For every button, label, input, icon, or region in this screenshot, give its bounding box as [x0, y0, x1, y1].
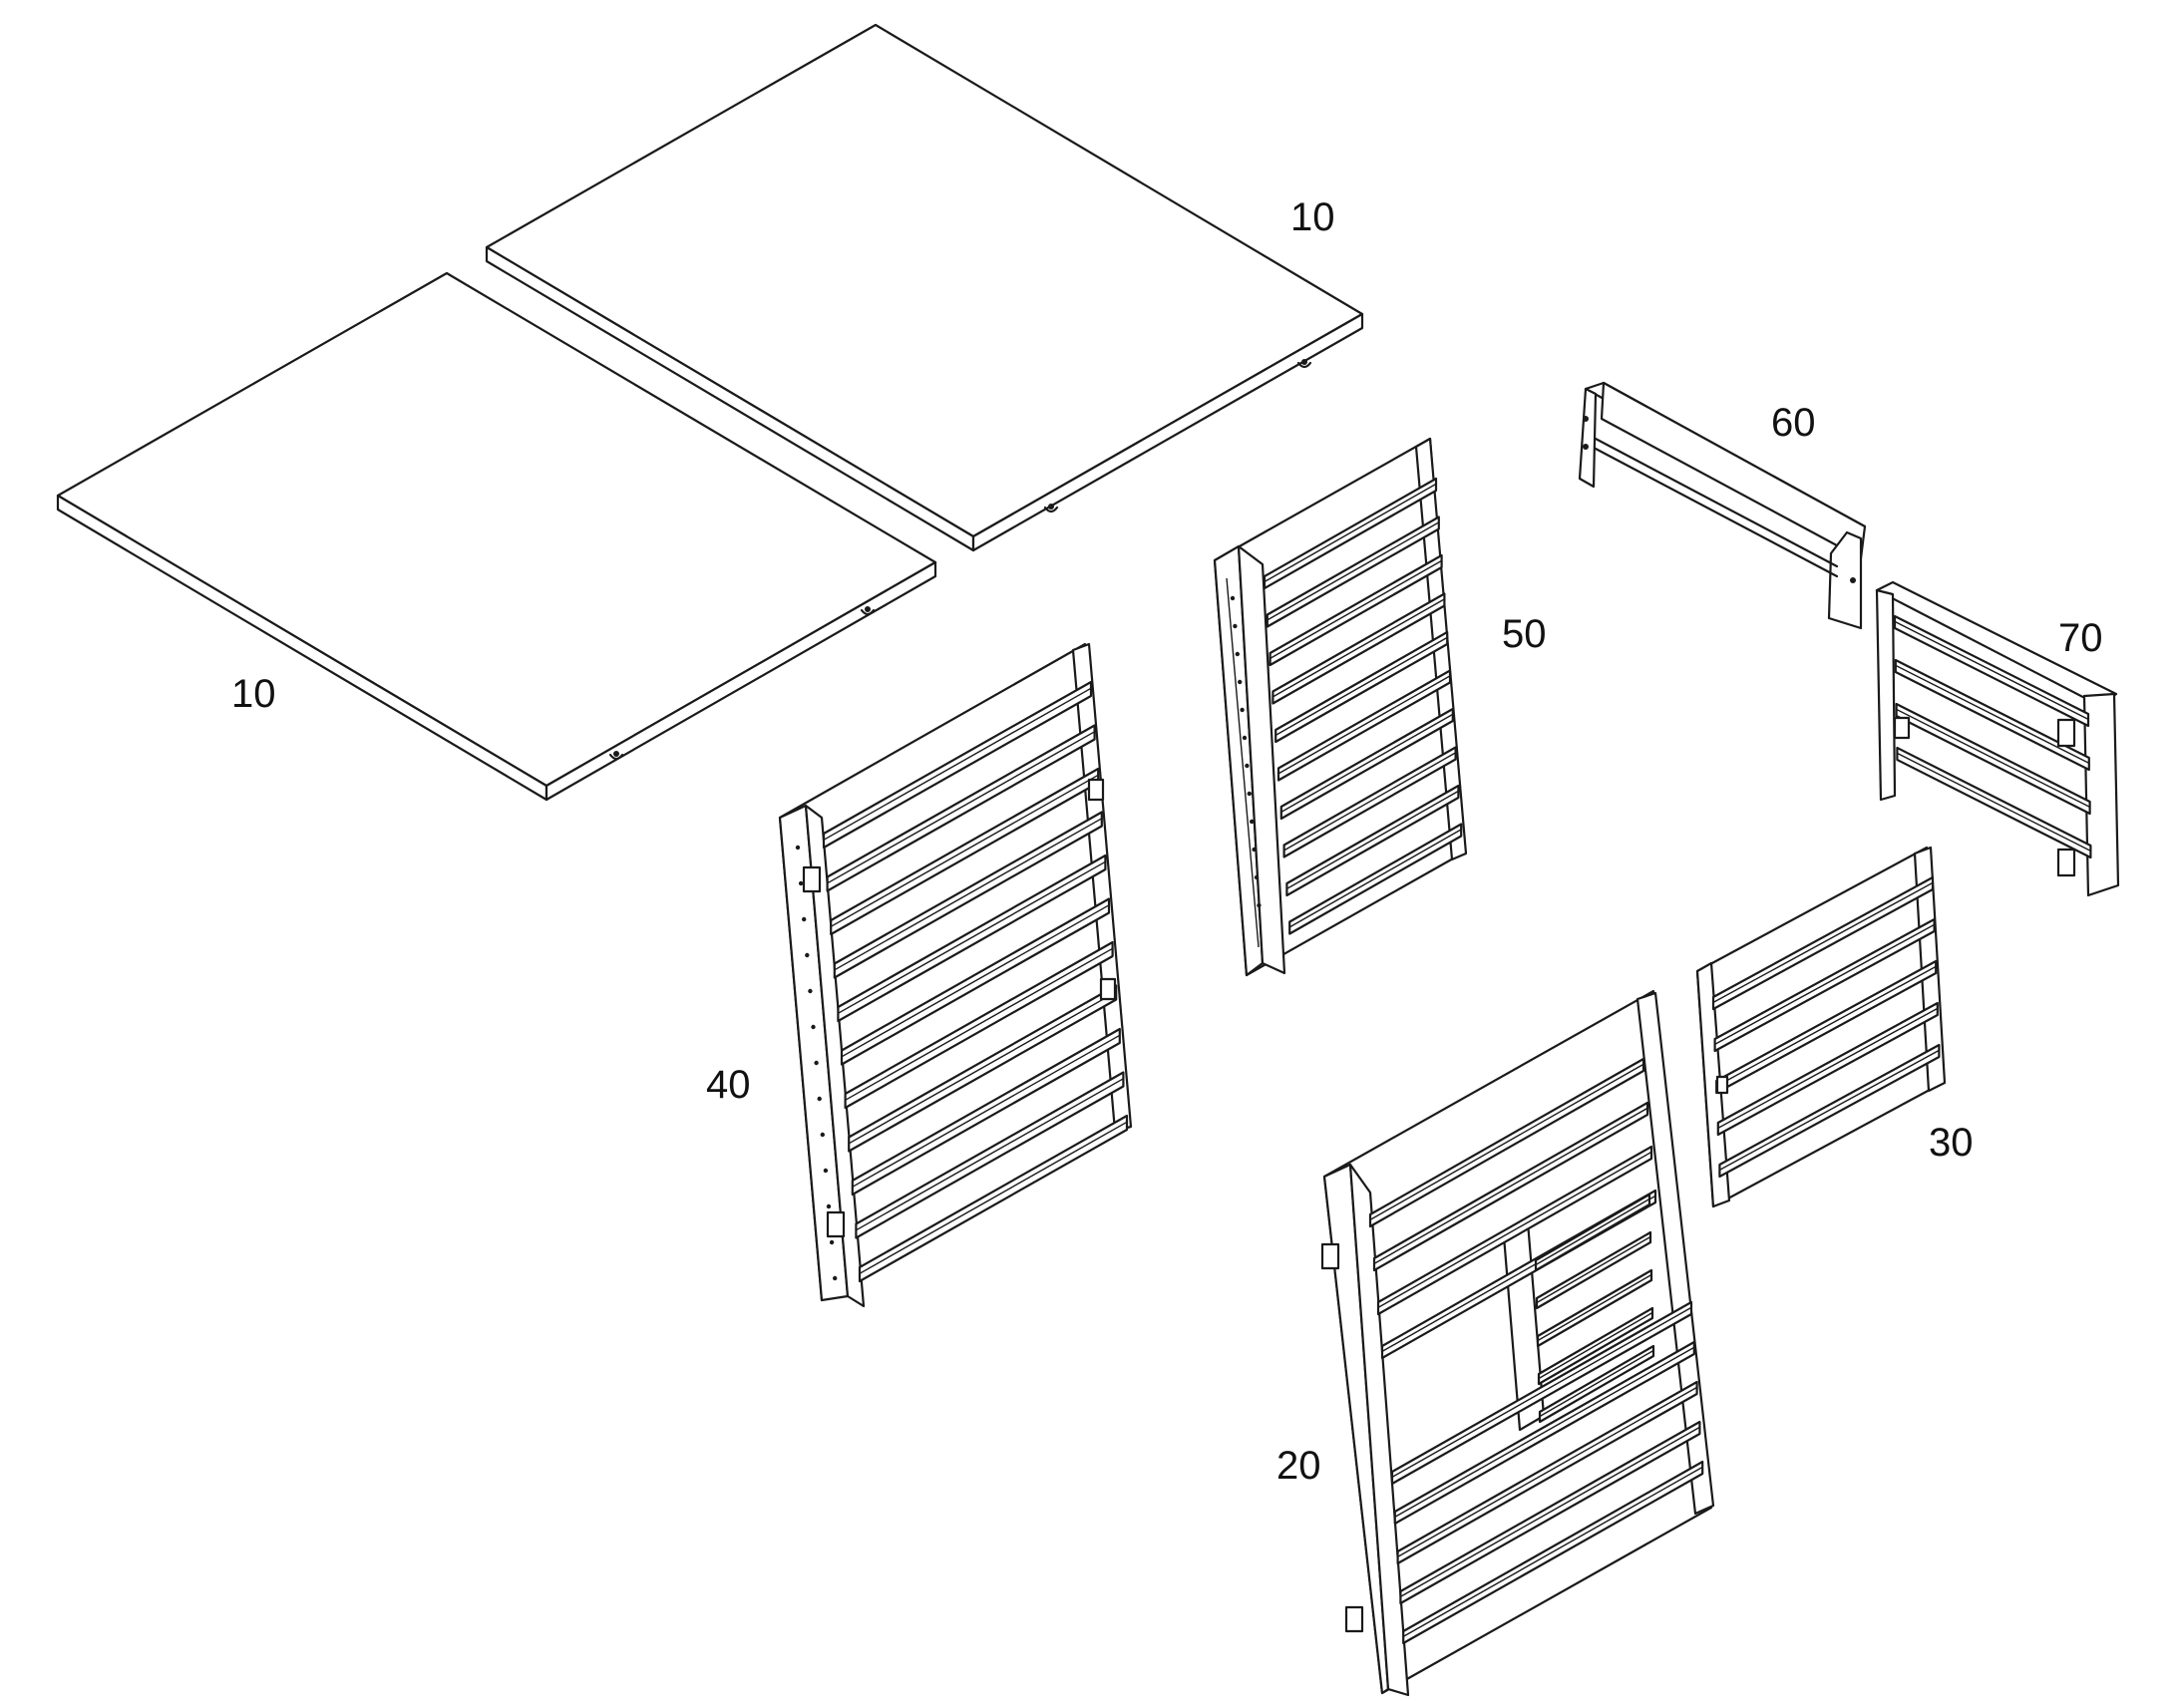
- louver-slat-edge: [1895, 664, 2090, 765]
- louver-slat-edge: [1714, 923, 1935, 1046]
- louver-slat-edge: [845, 947, 1113, 1101]
- rivet-hole: [829, 1239, 835, 1245]
- side-wall-small: [1875, 580, 2120, 897]
- louver-slat-edge: [1538, 1311, 1653, 1380]
- rivet-hole: [1233, 623, 1238, 629]
- louver-slat-edge: [1894, 620, 2089, 721]
- louver-slat-edge: [1369, 1063, 1644, 1221]
- louver-slat-edge: [1397, 1386, 1697, 1558]
- louver-slat-edge: [859, 1121, 1128, 1274]
- louver-slat-edge: [1394, 1346, 1695, 1519]
- louver-slat-edge: [1535, 1197, 1650, 1266]
- rivet-hole: [1242, 735, 1248, 741]
- louver-slat-edge: [856, 1078, 1124, 1231]
- rivet-hole: [1238, 679, 1243, 685]
- louver-slat-edge: [1286, 790, 1459, 890]
- louver-slat-edge: [830, 774, 1099, 927]
- louver-slat-edge: [1277, 675, 1451, 775]
- rivet-hole: [811, 1024, 816, 1030]
- louver-slat-edge: [1719, 1049, 1940, 1172]
- rivet-hole: [1254, 874, 1260, 880]
- rivet-hole: [802, 916, 807, 922]
- louver-slat-edge: [838, 860, 1106, 1014]
- part-label-30: 30: [1929, 1121, 1974, 1165]
- part-label-50: 50: [1502, 612, 1547, 656]
- part-label-70: 70: [2058, 616, 2103, 660]
- part-label-10-top-left: 10: [231, 672, 276, 716]
- rivet-hole: [1235, 651, 1241, 657]
- louver-slat-edge: [1270, 559, 1442, 660]
- louver-slat-edge: [1272, 598, 1445, 698]
- louver-slat-edge: [1712, 881, 1934, 1004]
- louver-slat-edge: [1283, 752, 1456, 852]
- rivet-hole: [1230, 595, 1236, 601]
- rivet-hole: [817, 1096, 822, 1102]
- rivet-hole: [808, 988, 813, 994]
- rivet-hole: [823, 1168, 829, 1174]
- rivet-hole: [805, 952, 810, 958]
- rivet-hole: [1250, 819, 1255, 825]
- louver-slat-edge: [1288, 829, 1462, 928]
- part-label-60: 60: [1771, 401, 1816, 445]
- rivet-hole: [814, 1060, 819, 1066]
- louver-slat-edge: [1373, 1107, 1648, 1265]
- rivet-hole: [798, 880, 804, 886]
- louver-wall-left: [778, 642, 1133, 1308]
- rivet-hole: [820, 1132, 825, 1138]
- louver-slat-edge: [841, 904, 1110, 1058]
- top-panel-left: [56, 271, 937, 802]
- rivet-hole: [1257, 902, 1262, 908]
- rivet-hole: [1252, 847, 1257, 853]
- part-label-20: 20: [1276, 1444, 1321, 1488]
- louver-slat-edge: [827, 731, 1095, 884]
- front-frame: [1320, 989, 1715, 1697]
- louver-slat-edge: [848, 991, 1117, 1145]
- part-label-10-top-right: 10: [1290, 195, 1335, 239]
- rivet-hole: [1247, 791, 1253, 797]
- louver-slat-edge: [1536, 1235, 1651, 1304]
- top-panel-right: [485, 23, 1364, 552]
- louver-slat-edge: [1715, 965, 1937, 1088]
- rivet-hole: [826, 1203, 832, 1209]
- louver-slat-edge: [1274, 636, 1448, 737]
- rivet-hole: [1240, 707, 1245, 713]
- louver-slat-edge: [1280, 713, 1454, 814]
- louver-slat-edge: [1717, 1007, 1939, 1130]
- louver-slat-edge: [1402, 1466, 1703, 1638]
- louver-slat-edge: [1267, 521, 1440, 621]
- louver-slat-edge: [823, 687, 1092, 841]
- louver-slat-edge: [1537, 1273, 1652, 1342]
- rivet-hole: [1245, 763, 1250, 769]
- rivet-hole: [833, 1275, 838, 1281]
- louver-slat-edge: [1896, 708, 2090, 809]
- louver-panel-small: [1695, 846, 1947, 1208]
- louver-slat-edge: [852, 1034, 1121, 1188]
- louver-slat-edge: [1539, 1349, 1654, 1418]
- part-label-40: 40: [706, 1063, 751, 1107]
- rivet-hole: [795, 845, 801, 851]
- louver-slat-edge: [1897, 752, 2091, 853]
- louver-wall-center: [1213, 437, 1468, 977]
- louver-slat-edge: [1377, 1151, 1652, 1309]
- louver-slat-edge: [834, 818, 1103, 971]
- louver-slat-edge: [1400, 1426, 1700, 1598]
- brace-bar: [1578, 381, 1867, 630]
- louver-slat-edge: [1391, 1306, 1692, 1479]
- louver-slat-edge: [1264, 483, 1437, 583]
